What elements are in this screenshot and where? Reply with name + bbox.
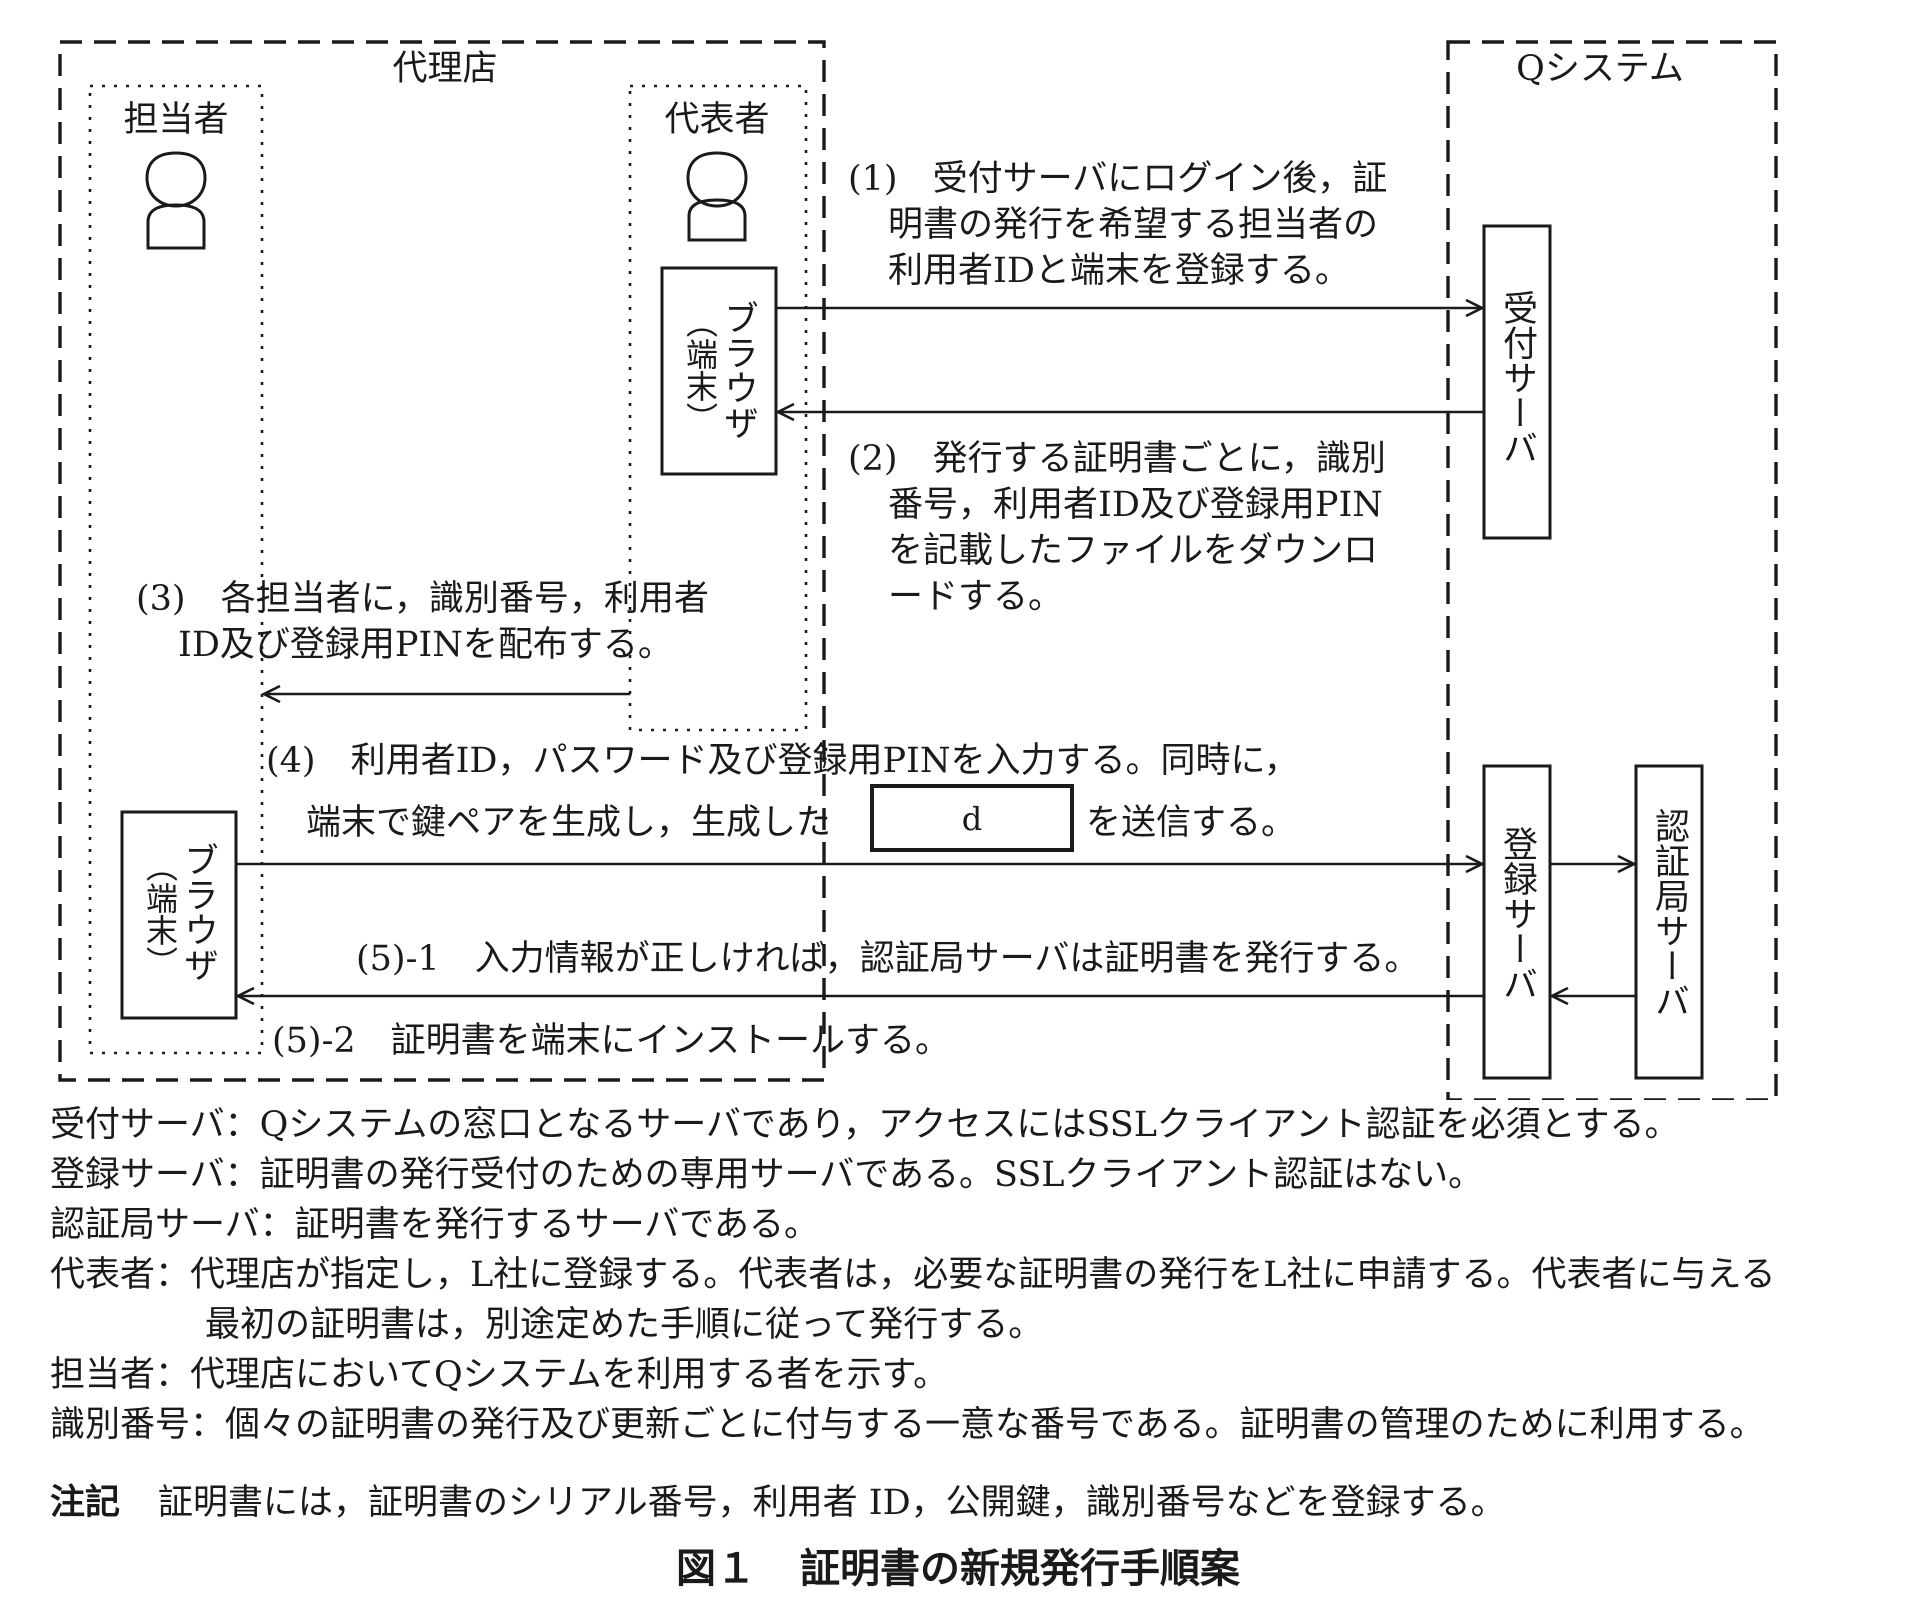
q-system-boundary: [1446, 40, 1778, 1100]
annotation-text: 証明書には，証明書のシリアル番号，利用者 ID，公開鍵，識別番号などを登録する。: [158, 1483, 1506, 1523]
svg-text:利用者IDと端末を登録する。: 利用者IDと端末を登録する。: [888, 251, 1350, 291]
registration-server-label: 登録サーバ: [1497, 826, 1538, 1001]
figure-title: 証明書の新規発行手順案: [800, 1546, 1240, 1592]
annotation-label: 注記: [50, 1483, 121, 1523]
figure-caption: 図１ 証明書の新規発行手順案: [0, 1536, 1916, 1594]
svg-text:(3) 各担当者に，識別番号，利用者: (3) 各担当者に，識別番号，利用者: [136, 579, 709, 619]
agency-boundary: [58, 40, 826, 1082]
note-registration-server: 登録サーバ：証明書の発行受付のための専用サーバである。SSLクライアント認証はな…: [50, 1155, 1484, 1195]
svg-text:ードする。: ードする。: [888, 577, 1063, 617]
step-4-line-2-post: を送信する。: [1086, 803, 1296, 843]
representative-browser-box: [660, 266, 778, 476]
step-1-text: (1) 受付サーバにログイン後，証 明書の発行を希望する担当者の 利用者IDと端…: [848, 159, 1387, 291]
representative-browser-label: ブラウザ: [718, 300, 758, 440]
note-ca-server: 認証局サーバ：証明書を発行するサーバである。: [50, 1205, 819, 1245]
svg-text:(2) 発行する証明書ごとに，識別: (2) 発行する証明書ごとに，識別: [848, 439, 1386, 479]
step-4-line-1: (4) 利用者ID，パスワード及び登録用PINを入力する。同時に，: [266, 741, 1299, 781]
reception-server-box: [1482, 224, 1552, 540]
staff-area: [88, 84, 264, 1055]
staff-title: 担当者: [123, 100, 228, 140]
note-reception-server: 受付サーバ：Qシステムの窓口となるサーバであり，アクセスにはSSLクライアント認…: [50, 1105, 1680, 1145]
step-5-2-text: (5)-2 証明書を端末にインストールする。: [272, 1021, 950, 1061]
staff-browser-box: [120, 810, 238, 1020]
ca-server-box: [1634, 764, 1704, 1080]
staff-browser-sub: （端末）: [141, 850, 179, 978]
svg-text:を記載したファイルをダウンロ: を記載したファイルをダウンロ: [888, 531, 1378, 571]
q-system-title: Qシステム: [1516, 49, 1684, 89]
svg-text:明書の発行を希望する担当者の: 明書の発行を希望する担当者の: [888, 205, 1378, 245]
step-3-text: (3) 各担当者に，識別番号，利用者 ID及び登録用PINを配布する。: [136, 579, 709, 665]
flow-diagram: 代理店 Qシステム 担当者 代表者 ブラウザ （端末） ブラウザ （端末） 受付…: [58, 40, 1778, 1100]
representative-person-icon: [686, 151, 748, 242]
blank-d-label: d: [962, 800, 982, 838]
representative-browser-sub: （端末）: [681, 306, 719, 434]
step-2-text: (2) 発行する証明書ごとに，識別 番号，利用者ID及び登録用PIN を記載した…: [848, 439, 1386, 617]
reception-server-label: 受付サーバ: [1497, 290, 1537, 465]
note-representative: 代表者：代理店が指定し，L社に登録する。代表者は，必要な証明書の発行をL社に申請…: [50, 1255, 1776, 1345]
svg-text:番号，利用者ID及び登録用PIN: 番号，利用者ID及び登録用PIN: [888, 485, 1383, 525]
staff-browser-label: ブラウザ: [178, 842, 218, 982]
registration-server-box: [1482, 764, 1552, 1080]
annotation-note: 注記証明書には，証明書のシリアル番号，利用者 ID，公開鍵，識別番号などを登録す…: [50, 1474, 1506, 1525]
staff-person-icon: [145, 151, 207, 250]
step-4-line-2-pre: 端末で鍵ペアを生成し，生成した: [306, 803, 831, 843]
legend-notes: 受付サーバ：Qシステムの窓口となるサーバであり，アクセスにはSSLクライアント認…: [50, 1100, 1900, 1450]
note-identification-number: 識別番号：個々の証明書の発行及び更新ごとに付与する一意な番号である。証明書の管理…: [50, 1405, 1765, 1445]
blank-d-box: [870, 784, 1074, 852]
note-staff: 担当者：代理店においてQシステムを利用する者を示す。: [50, 1355, 949, 1395]
figure-number: 図１: [676, 1546, 756, 1592]
agency-title: 代理店: [392, 49, 497, 89]
svg-text:ID及び登録用PINを配布する。: ID及び登録用PINを配布する。: [178, 625, 673, 665]
svg-text:(1) 受付サーバにログイン後，証: (1) 受付サーバにログイン後，証: [848, 159, 1387, 199]
ca-server-label: 認証局サーバ: [1649, 808, 1690, 1018]
step-5-1-text: (5)-1 入力情報が正しければ，認証局サーバは証明書を発行する。: [356, 939, 1419, 979]
representative-title: 代表者: [664, 100, 769, 140]
